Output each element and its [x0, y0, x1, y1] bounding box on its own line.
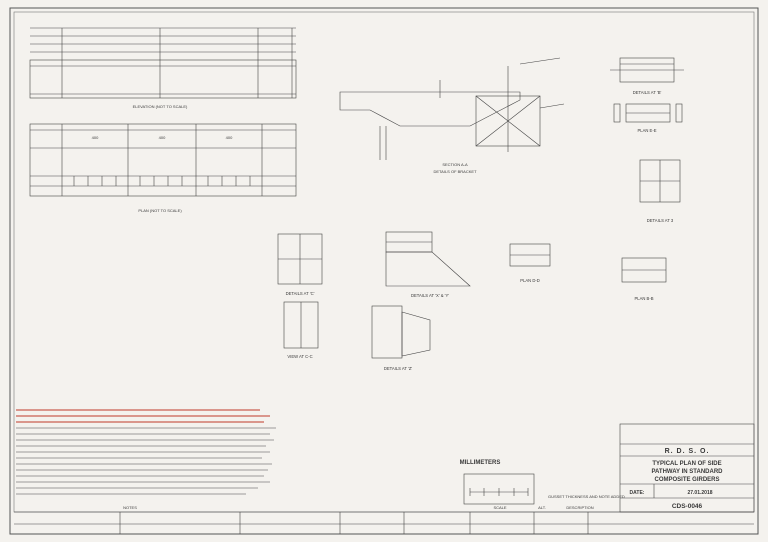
description-label: DESCRIPTION [566, 505, 593, 510]
details-x-title: DETAILS AT 'X' & 'Y' [411, 293, 449, 298]
elevation-title: ELEVATION (NOT TO SCALE) [133, 104, 188, 109]
section-a-title: SECTION A-A [442, 162, 468, 167]
plan-view [29, 123, 297, 197]
plan-d-title: PLAN D-D [520, 278, 540, 283]
scale-title: MILLIMETERS [460, 460, 501, 466]
view-c-title: VIEW AT C-C [287, 354, 312, 359]
title-block-title-1: TYPICAL PLAN OF SIDE [652, 461, 721, 467]
title-block-title-3: COMPOSITE GIRDERS [654, 477, 719, 483]
details-c-view [277, 233, 323, 349]
alt-label: ALT. [538, 505, 546, 510]
title-block-title-2: PATHWAY IN STANDARD [651, 469, 723, 475]
section-a-view [339, 57, 565, 160]
drawing-border [13, 11, 755, 513]
details-b-title: DETAILS AT 'B' [633, 90, 662, 95]
details-3-title: DETAILS AT 3 [647, 218, 674, 223]
bottom-strip [14, 511, 754, 534]
title-block-date-value: 27.01.2018 [687, 490, 712, 496]
details-c-title: DETAILS AT 'C' [286, 291, 315, 296]
plan-e-title: PLAN E-E [637, 128, 656, 133]
plan-b-view [621, 257, 667, 283]
notes-block [16, 409, 276, 495]
plan-dim-2: 400 [159, 135, 166, 140]
details-3-view [639, 159, 681, 203]
title-block-date-label: DATE: [630, 490, 645, 496]
details-x-view [385, 231, 471, 287]
details-b-view [610, 57, 684, 123]
plan-d-view [509, 243, 551, 267]
revision-note: GUSSET THICKNESS AND NOTE ADDED [548, 494, 625, 499]
notes-label: NOTES [123, 505, 137, 510]
title-block-org: R. D. S. O. [665, 448, 710, 455]
scale-label: SCALE [493, 505, 506, 510]
plan-dim-1: 400 [92, 135, 99, 140]
details-bracket-title: DETAILS OF BRACKET [433, 169, 477, 174]
title-block-drawing-no: CDS-0046 [672, 503, 703, 510]
details-z-view [371, 305, 431, 359]
details-z-title: DETAILS AT 'Z' [384, 366, 413, 371]
plan-b-title: PLAN B-B [634, 296, 653, 301]
elevation-view [29, 27, 297, 99]
scale-box [463, 473, 535, 505]
sheet-border [9, 7, 759, 535]
plan-title: PLAN (NOT TO SCALE) [138, 208, 182, 213]
title-block [619, 423, 755, 513]
plan-dim-3: 400 [226, 135, 233, 140]
